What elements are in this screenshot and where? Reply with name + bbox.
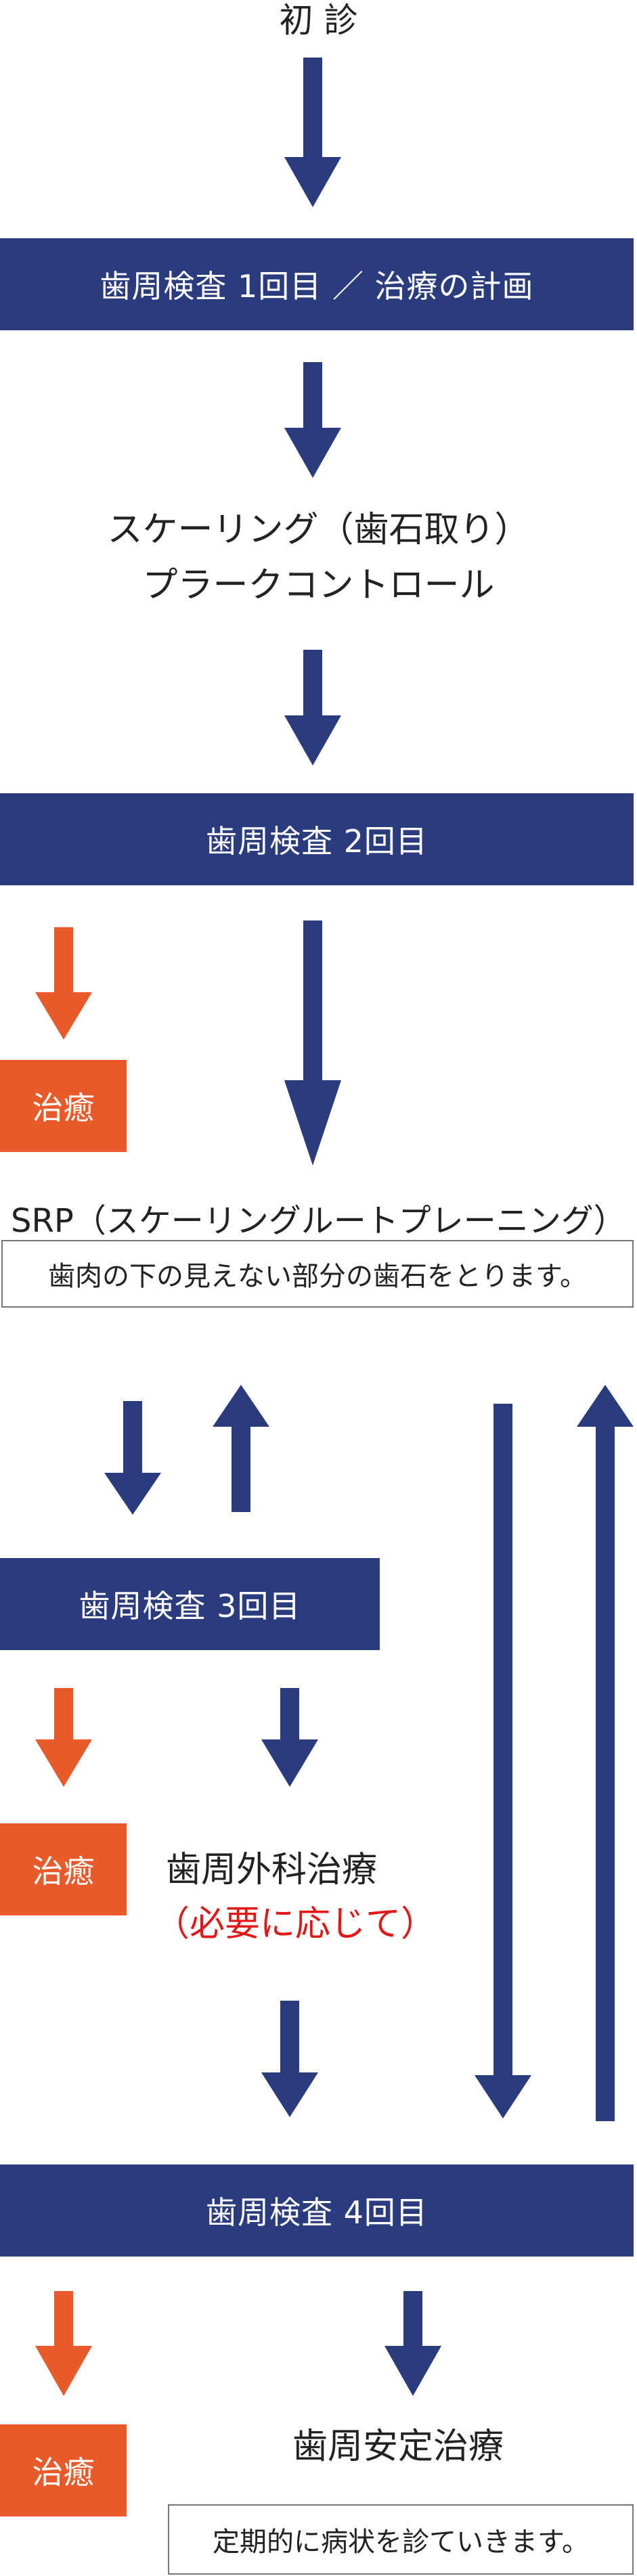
scaling-label: スケーリング（歯石取り） [107,510,530,550]
arrow-up-long [577,1385,634,2121]
cure-badge-1: 治癒 [0,1060,127,1152]
plaque-control-label: プラークコントロール [142,565,495,606]
arrow-down-2 [284,362,341,478]
maintenance-therapy-label: 歯周安定治療 [292,2426,504,2467]
periodontal-surgery-label: 歯周外科治療 [166,1850,378,1890]
arrow-down-long [475,1404,531,2118]
surgery-condition-note: （必要に応じて） [154,1904,437,1945]
arrow-down-4 [284,920,341,1165]
arrow-down-8 [385,2291,441,2396]
cure-badge-3: 治癒 [0,2424,127,2516]
orange-arrow-1 [35,927,92,1040]
srp-note-box: 歯肉の下の見えない部分の歯石をとります。 [1,1240,634,1308]
exam-4-banner: 歯周検査 4回目 [0,2164,634,2257]
arrow-down-6 [261,1688,318,1787]
exam-1-banner: 歯周検査 1回目 ／ 治療の計画 [0,238,634,330]
maintenance-note-box: 定期的に病状を診ていきます。 [168,2504,634,2575]
arrow-down-3 [284,650,341,765]
orange-arrow-2 [35,1688,92,1787]
arrow-down-1 [284,58,341,207]
arrow-up-1 [213,1385,269,1512]
arrow-down-5 [104,1401,161,1515]
srp-label: SRP（スケーリングルートプレーニング） [11,1202,626,1240]
start-label: 初 診 [279,1,358,40]
cure-badge-2: 治癒 [0,1823,127,1915]
arrow-down-7 [261,2001,318,2117]
exam-3-banner: 歯周検査 3回目 [0,1558,380,1650]
exam-2-banner: 歯周検査 2回目 [0,793,634,885]
orange-arrow-3 [35,2291,92,2396]
